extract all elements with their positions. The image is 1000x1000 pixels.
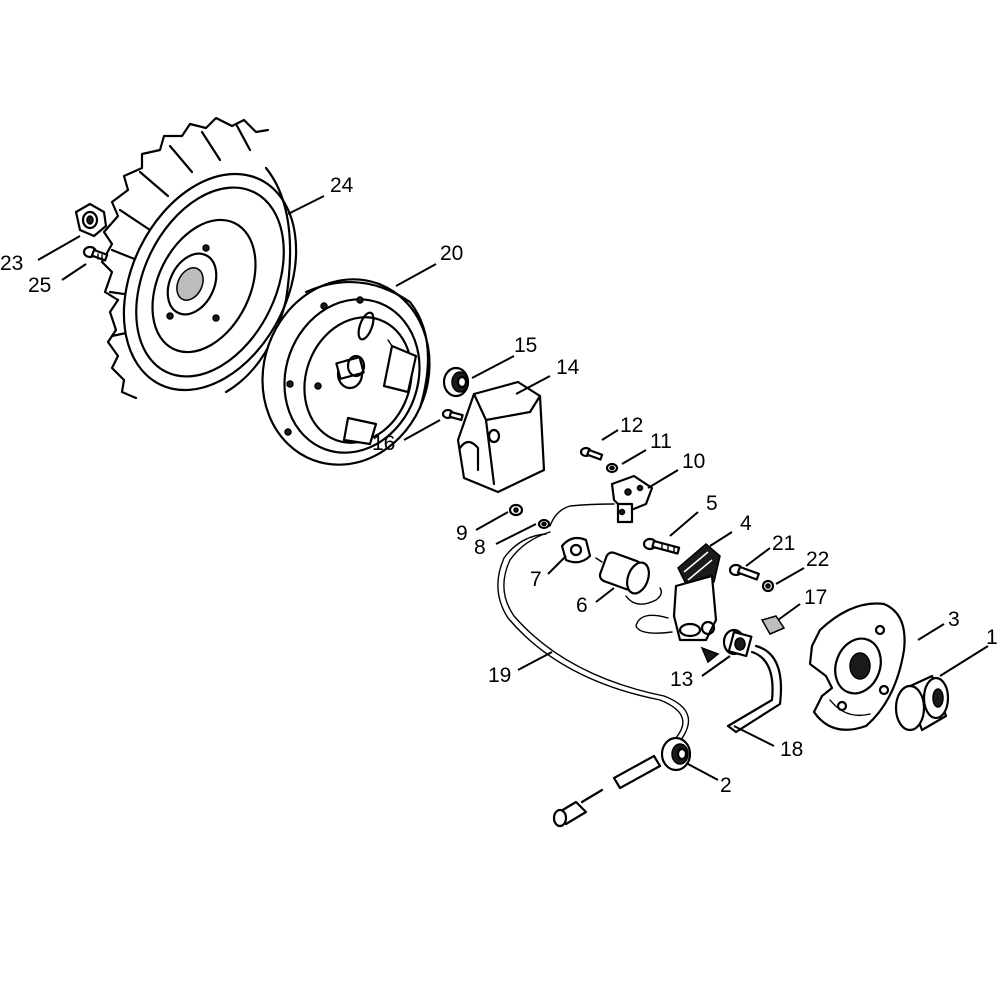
callout-21: 21 (772, 532, 795, 555)
part-9-nut (508, 503, 524, 517)
part-6-condenser (595, 551, 663, 605)
callout-24: 24 (330, 174, 354, 197)
part-10-terminal-block (610, 474, 654, 524)
part-24-fan-wheel (100, 116, 298, 400)
part-3-base-plate (808, 602, 906, 731)
callout-9: 9 (456, 522, 468, 545)
part-5-screw (642, 537, 681, 555)
callout-17: 17 (804, 586, 827, 609)
part-20-rotor (261, 278, 431, 466)
wire-10-to-8 (549, 503, 615, 527)
part-4-ignition-coil (635, 543, 721, 664)
sleeve (612, 754, 662, 790)
part-25-screw (82, 245, 109, 262)
part-19-wire (497, 531, 690, 747)
part-1-bushing (894, 674, 950, 732)
callout-13: 13 (670, 668, 693, 691)
callout-16: 16 (372, 432, 395, 455)
part-2-grommet (660, 736, 692, 772)
callout-20: 20 (440, 242, 463, 265)
part-14-cover (456, 380, 546, 494)
part-21-screw (728, 563, 760, 581)
callout-5: 5 (706, 492, 718, 515)
callout-15: 15 (514, 334, 537, 357)
callout-11: 11 (650, 430, 672, 453)
part-15-grommet (442, 366, 470, 398)
callout-22: 22 (806, 548, 829, 571)
callout-1: 1 (986, 626, 998, 649)
part-8-washer (537, 518, 551, 530)
part-12-screw (579, 446, 604, 461)
part-18-ht-lead (726, 644, 782, 734)
callout-10: 10 (682, 450, 705, 473)
callout-3: 3 (948, 608, 960, 631)
callout-4: 4 (740, 512, 752, 535)
callout-23: 23 (0, 252, 23, 275)
part-7-insulator (560, 536, 592, 564)
callout-7: 7 (530, 568, 542, 591)
part-22-washer (761, 579, 775, 593)
callout-8: 8 (474, 536, 486, 559)
callout-19: 19 (488, 664, 511, 687)
callout-18: 18 (780, 738, 803, 761)
callout-25: 25 (28, 274, 51, 297)
callout-12: 12 (620, 414, 643, 437)
callout-14: 14 (556, 356, 580, 379)
spark-plug-terminal (552, 788, 604, 828)
part-11-washer (605, 462, 619, 474)
part-23-nut (74, 202, 108, 238)
callout-2: 2 (720, 774, 732, 797)
part-16-screw (441, 408, 464, 422)
leader-lines (37, 195, 989, 781)
part-13-connector (722, 628, 753, 658)
callout-6: 6 (576, 594, 588, 617)
callout-labels: 24 23 25 20 15 14 16 12 11 10 5 9 8 4 21… (0, 174, 998, 797)
